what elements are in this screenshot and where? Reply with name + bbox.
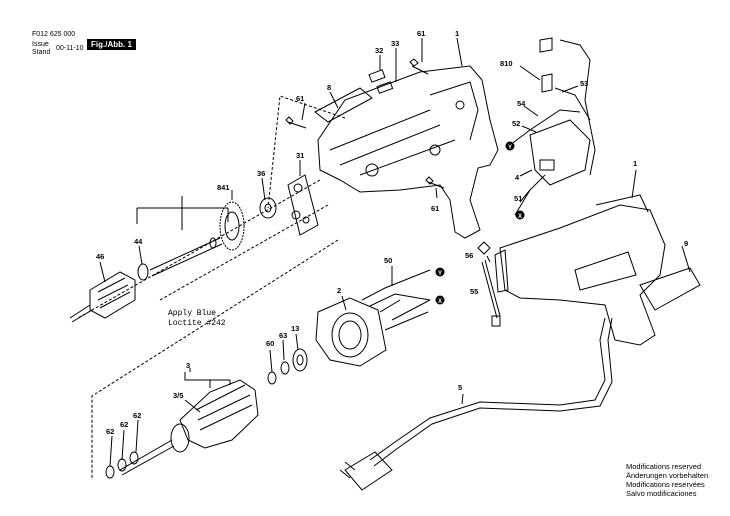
washer-60 [267, 371, 277, 385]
plug [344, 451, 393, 491]
screw-55 [481, 259, 501, 319]
callout-1-top: 1 [455, 29, 460, 38]
callout-61-bottom: 61 [431, 204, 440, 213]
washer-63 [280, 361, 290, 375]
callout-9: 9 [684, 239, 689, 248]
callout-8: 8 [327, 83, 332, 92]
wires-50 [361, 269, 431, 331]
callout-3: 3 [186, 361, 191, 370]
marker-x-2: X [518, 214, 522, 220]
bearing-plate-31 [287, 174, 319, 236]
field-coil-2 [315, 297, 387, 367]
callout-62-c: 62 [133, 411, 142, 420]
stand-label: Stand [32, 49, 51, 56]
side-handle-9 [639, 267, 701, 311]
callout-62-a: 62 [106, 427, 115, 436]
callout-4: 4 [515, 173, 520, 182]
bearing-36 [259, 197, 277, 219]
loctite-line-1: Apply Blue [168, 309, 217, 318]
callout-46: 46 [96, 252, 105, 261]
callout-5: 5 [458, 383, 463, 392]
callout-44: 44 [134, 237, 143, 246]
callout-50: 50 [384, 256, 393, 265]
callout-52: 52 [512, 119, 521, 128]
callout-54: 54 [517, 99, 526, 108]
loctite-note: Apply Blue Loctite #242 [168, 309, 226, 329]
callout-51: 51 [514, 194, 523, 203]
modification-line-en: Modifications reserved [626, 462, 702, 471]
fan-13 [292, 348, 308, 372]
armature-3 [179, 379, 259, 449]
callout-33: 33 [391, 39, 400, 48]
callout-810: 810 [500, 59, 513, 68]
callout-62-b: 62 [120, 420, 129, 429]
callout-1-right: 1 [633, 159, 638, 168]
marker-x-1: X [438, 299, 442, 305]
washer-62-c [129, 451, 139, 465]
marker-y-1: Y [438, 271, 442, 277]
callout-55: 55 [470, 287, 479, 296]
housing-half-left [317, 65, 499, 239]
callout-3-5: 3/5 [173, 391, 184, 400]
spindle [149, 237, 223, 277]
screw-61-left [285, 116, 307, 129]
modification-line-de: Änderungen vorbehalten [626, 471, 709, 480]
callout-61-top: 61 [417, 29, 426, 38]
washer-62-a [105, 465, 115, 479]
screw-61-top [409, 58, 429, 75]
callout-31: 31 [296, 151, 305, 160]
callout-13: 13 [291, 324, 300, 333]
screw-61-bottom [425, 176, 445, 189]
switch-4 [529, 119, 591, 186]
part-number: F012 625 000 [32, 31, 76, 38]
callout-61-left: 61 [296, 94, 305, 103]
issue-date: 00-11-10 [56, 45, 84, 52]
callout-53: 53 [580, 79, 589, 88]
loctite-line-2: Loctite #242 [168, 319, 226, 328]
callout-32: 32 [375, 46, 384, 55]
brush-32 [368, 69, 386, 83]
assembled-drill [499, 204, 666, 346]
screw-56 [477, 241, 491, 255]
figure-badge: Fig./Abb. 1 [87, 39, 136, 50]
brush-33 [376, 81, 394, 94]
callout-56: 56 [465, 251, 474, 260]
power-cord-5 [369, 317, 606, 461]
washer-44 [137, 263, 149, 281]
callout-2: 2 [337, 286, 342, 295]
chuck-46 [89, 271, 136, 319]
modification-line-es: Salvo modificaciones [626, 489, 697, 498]
wire-53 [554, 87, 591, 121]
issue-label: Issue [32, 41, 49, 48]
callout-841: 841 [217, 183, 230, 192]
callout-63: 63 [279, 331, 288, 340]
nameplate-8 [314, 87, 373, 123]
marker-y-2: Y [508, 145, 512, 151]
modification-line-fr: Modifications reservées [626, 480, 705, 489]
gear-841 [219, 201, 245, 251]
callout-60: 60 [266, 339, 275, 348]
callout-36: 36 [257, 169, 266, 178]
brush-holder-810 [539, 37, 553, 93]
modifications-note: Modifications reserved Änderungen vorbeh… [626, 462, 708, 498]
